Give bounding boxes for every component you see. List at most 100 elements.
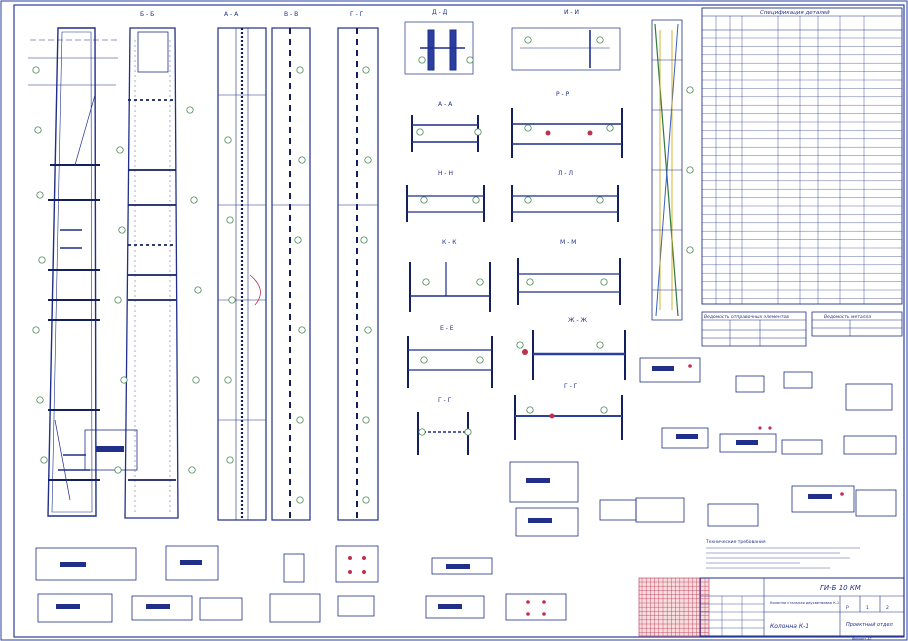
callout-circle [476,278,484,286]
sheet-name: Колонна К-1 [770,623,809,630]
elevation-b [124,27,179,519]
callout-circle [116,146,124,154]
notes-title: Технические требования [705,539,766,545]
sheet-format: Формат А1 [852,637,872,641]
isometric-column [651,19,683,321]
title-sheets: 2 [886,605,889,611]
callout-circle [472,196,480,204]
main-elevation [28,27,120,517]
callout-circle [194,286,202,294]
section-title-g-g: Г - Г [350,11,364,18]
spec-table-rows [702,37,902,299]
section-title-k-k: К - К [442,239,457,246]
callout-circle [360,236,368,244]
callout-circle [296,416,304,424]
callout-circle [294,236,302,244]
callout-circle [596,196,604,204]
notes-block [706,547,860,569]
callout-circle [362,496,370,504]
callout-circle [686,166,694,174]
section-i-i [511,27,621,71]
callout-circle [114,466,122,474]
callout-circle [416,128,424,136]
callout-circle [526,278,534,286]
callout-circle [192,376,200,384]
callout-circle [600,406,608,414]
piece-labels [56,366,832,609]
callout-circle [190,196,198,204]
callout-circle [296,66,304,74]
callout-circle [420,196,428,204]
callout-circle [474,128,482,136]
callout-circle [120,376,128,384]
callout-circle [524,196,532,204]
callout-circle [606,124,614,132]
callout-circle [114,296,122,304]
callout-circle [226,456,234,464]
section-title-v-v: В - В [284,11,298,18]
drawing-frame [13,4,905,638]
section-p-p [511,108,623,158]
callout-circle [38,256,46,264]
section-title-f-f: Г - Г [438,397,452,404]
callout-circle [188,466,196,474]
section-title-a-a: А - А [438,101,453,108]
callout-circle [362,66,370,74]
section-d-d [404,21,474,75]
callout-circle [298,326,306,334]
section-title-n-n: Н - Н [438,170,453,177]
title-stage: Р [846,605,849,611]
callout-circle [686,86,694,94]
callout-circle [298,156,306,164]
title-sheet: 1 [866,605,869,611]
callout-circle [296,496,304,504]
section-g2-g2 [514,395,623,440]
callout-circle [36,396,44,404]
callout-circle [422,278,430,286]
title-block [699,577,905,637]
bolt-holes [348,364,844,616]
callout-circle [226,216,234,224]
shipping-table [701,311,807,347]
spec-table-title: Спецификация деталей [760,10,830,16]
section-zh-zh [522,330,626,380]
elevation-g [337,27,379,521]
shipping-table-title: Ведомость отправочных элементов [704,314,789,320]
detail-label-bar-1 [96,446,124,452]
metal-table-title: Ведомость металла [824,314,871,320]
callout-circle [526,406,534,414]
detail-box-1 [84,429,138,471]
callout-circle [596,341,604,349]
callout-circle [476,356,484,364]
section-title-g2-g2: Г - Г [564,383,578,390]
callout-circle [464,428,472,436]
callout-circle [224,136,232,144]
callout-circle [524,124,532,132]
project-line: Колонна стальная двухветвевая К-1 [770,601,839,605]
callout-circle [420,356,428,364]
callout-circle [364,156,372,164]
section-l-l [511,185,619,222]
section-title-p-p: Р - Р [556,91,570,98]
elevation-a [217,27,267,521]
drawing-code: ГИ-Б 10 КМ [820,584,861,592]
callout-circle [524,36,532,44]
callout-circle [186,106,194,114]
callout-markers [32,36,694,504]
elevation-v [271,27,311,521]
metal-table [811,311,903,337]
callout-circle [40,456,48,464]
section-k-k [409,262,491,312]
callout-circle [418,56,426,64]
section-title-l-l: Л - Л [558,170,573,177]
callout-circle [32,66,40,74]
callout-circle [364,326,372,334]
section-title-b-b: Б - Б [140,11,154,18]
callout-circle [224,376,232,384]
callout-circle [686,246,694,254]
callout-circle [596,36,604,44]
plate-details [35,357,897,623]
callout-circle [118,226,126,234]
